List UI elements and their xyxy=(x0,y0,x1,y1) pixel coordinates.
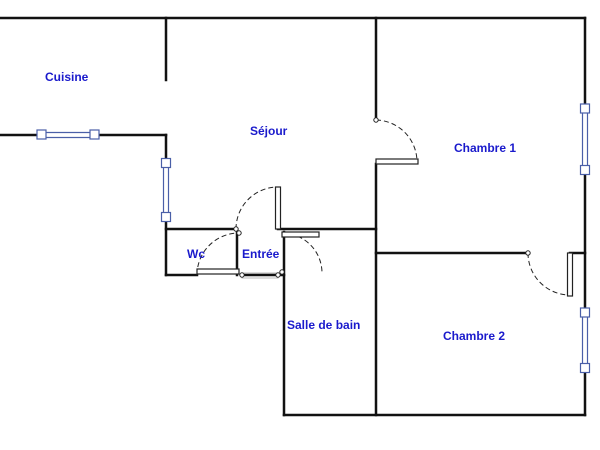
label-cuisine: Cuisine xyxy=(45,70,89,84)
door-chambre1 xyxy=(373,117,419,165)
label-wc: Wc xyxy=(187,247,205,261)
label-sejour: Séjour xyxy=(250,124,288,138)
door-sejour-entree xyxy=(233,186,282,232)
windows xyxy=(36,103,591,374)
window-chambre2 xyxy=(579,307,591,374)
label-chambre1: Chambre 1 xyxy=(454,141,516,155)
window-cuisine xyxy=(36,129,100,140)
door-chambre2 xyxy=(525,250,574,297)
room-labels: Cuisine Séjour Chambre 1 Wc Entrée Salle… xyxy=(45,70,516,343)
label-chambre2: Chambre 2 xyxy=(443,329,505,343)
label-salle-de-bain: Salle de bain xyxy=(287,318,360,332)
entree-door-outline xyxy=(239,272,281,279)
door-salle-de-bain xyxy=(279,231,323,275)
window-chambre1 xyxy=(579,103,591,176)
door-wc xyxy=(196,230,242,276)
label-entree: Entrée xyxy=(242,247,280,261)
window-sejour xyxy=(160,157,172,223)
doors xyxy=(196,117,574,297)
